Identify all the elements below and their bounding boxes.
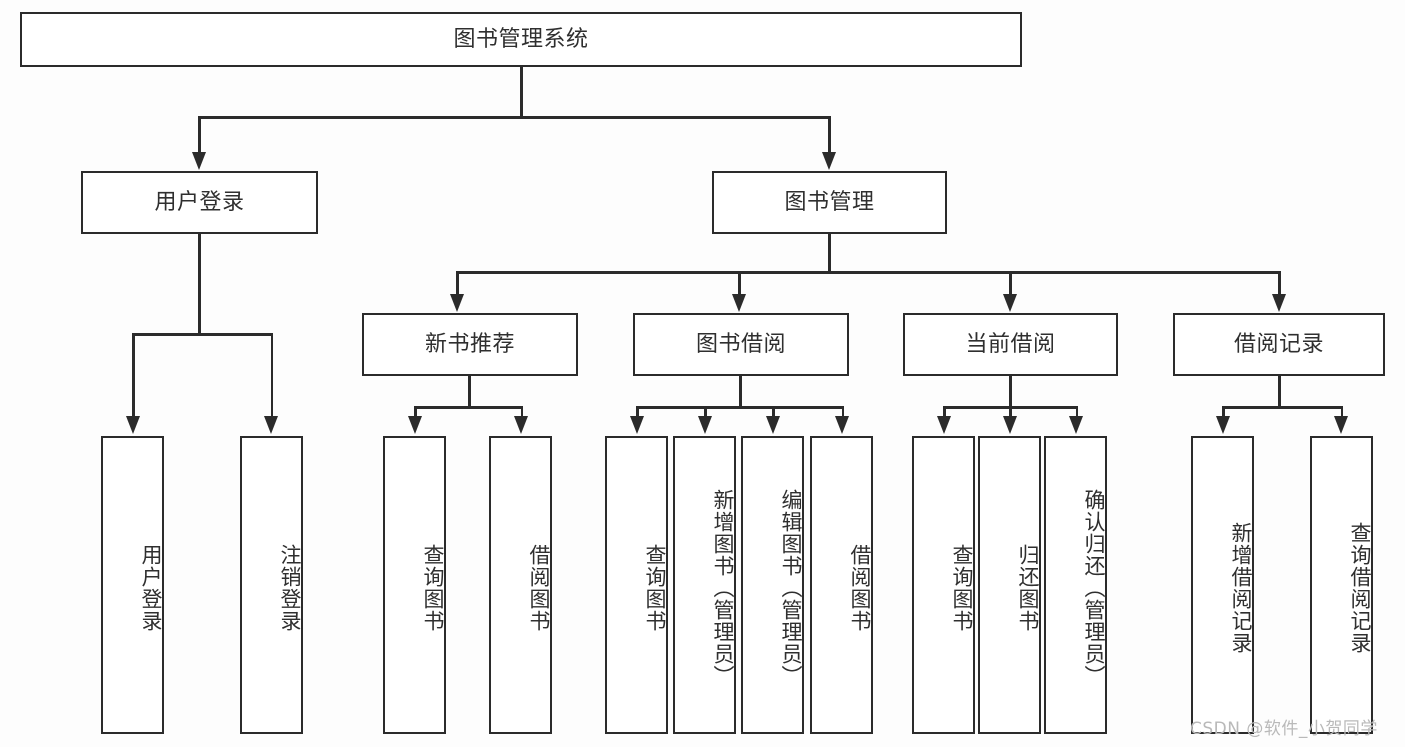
- connector-borrow-record-to-leaf-1: [1222, 406, 1225, 418]
- connector-new-book-rec-bus: [414, 406, 523, 409]
- connector-book-manage-bus: [456, 271, 1280, 274]
- connector-new-book-rec-to-leaf-2: [520, 406, 523, 418]
- arrowhead-book-manage-to-current-borrow: [1002, 294, 1017, 312]
- connector-user-login-to-leaf-user-login: [132, 333, 135, 418]
- connector-borrow-record-bus: [1222, 406, 1343, 409]
- node-borrow-record[interactable]: 借阅记录: [1173, 313, 1385, 376]
- connector-user-login-bus: [132, 333, 273, 336]
- node-root-book-management-system[interactable]: 图书管理系统: [20, 12, 1022, 67]
- leaf-add-book-admin[interactable]: 新增图书（管理员）: [673, 436, 736, 734]
- connector-current-borrow-to-leaf-3: [1075, 406, 1078, 418]
- arrowhead-root-to-user-login: [191, 152, 206, 170]
- leaf-query-book-new-book[interactable]: 查询图书: [383, 436, 446, 734]
- leaf-edit-book-admin[interactable]: 编辑图书（管理员）: [741, 436, 804, 734]
- leaf-query-book-current[interactable]: 查询图书: [912, 436, 975, 734]
- arrowhead-current-borrow-to-leaf-2: [1002, 416, 1017, 434]
- connector-book-manage-to-borrow-record: [1278, 271, 1281, 297]
- connector-root-stem: [520, 66, 523, 118]
- connector-book-borrow-to-leaf-3: [772, 406, 775, 418]
- arrowhead-current-borrow-to-leaf-3: [1069, 416, 1083, 434]
- connector-root-bus: [198, 116, 831, 119]
- arrowhead-user-login-to-leaf-logout: [264, 416, 278, 434]
- connector-book-borrow-to-leaf-4: [841, 406, 844, 418]
- arrowhead-current-borrow-to-leaf-1: [936, 416, 951, 434]
- arrowhead-root-to-book-manage: [821, 152, 836, 170]
- leaf-query-book-borrow[interactable]: 查询图书: [605, 436, 668, 734]
- arrowhead-borrow-record-to-leaf-2: [1334, 416, 1348, 434]
- csdn-watermark: CSDN @软件_小贺同学: [1190, 719, 1378, 739]
- connector-root-to-user-login: [198, 116, 201, 156]
- connector-book-manage-to-current-borrow: [1009, 271, 1012, 297]
- arrowhead-new-book-rec-to-leaf-1: [407, 416, 422, 434]
- connector-borrow-record-to-leaf-2: [1340, 406, 1343, 418]
- arrowhead-book-manage-to-new-book-rec: [449, 294, 464, 312]
- arrowhead-new-book-rec-to-leaf-2: [514, 416, 528, 434]
- node-current-borrow[interactable]: 当前借阅: [903, 313, 1118, 376]
- connector-new-book-rec-stem: [468, 376, 471, 409]
- arrowhead-book-borrow-to-leaf-2: [697, 416, 712, 434]
- node-new-book-recommend[interactable]: 新书推荐: [362, 313, 578, 376]
- arrowhead-user-login-to-leaf-user-login: [125, 416, 140, 434]
- leaf-user-login[interactable]: 用户登录: [101, 436, 164, 734]
- leaf-logout-login[interactable]: 注销登录: [240, 436, 303, 734]
- connector-book-manage-to-new-book-rec: [456, 271, 459, 297]
- leaf-borrow-book-new-book[interactable]: 借阅图书: [489, 436, 552, 734]
- connector-user-login-to-leaf-logout: [270, 333, 273, 418]
- leaf-borrow-book-borrow[interactable]: 借阅图书: [810, 436, 873, 734]
- connector-book-manage-stem: [828, 234, 831, 274]
- leaf-query-borrow-record[interactable]: 查询借阅记录: [1310, 436, 1373, 734]
- node-book-manage[interactable]: 图书管理: [712, 171, 947, 234]
- connector-book-borrow-bus: [636, 406, 844, 409]
- node-book-borrow[interactable]: 图书借阅: [633, 313, 849, 376]
- node-user-login[interactable]: 用户登录: [81, 171, 318, 234]
- connector-current-borrow-to-leaf-1: [943, 406, 946, 418]
- arrowhead-book-manage-to-borrow-record: [1271, 294, 1286, 312]
- arrowhead-borrow-record-to-leaf-1: [1215, 416, 1230, 434]
- leaf-return-book[interactable]: 归还图书: [978, 436, 1041, 734]
- arrowhead-book-borrow-to-leaf-4: [835, 416, 849, 434]
- leaf-confirm-return-admin[interactable]: 确认归还（管理员）: [1044, 436, 1107, 734]
- connector-book-borrow-stem: [739, 376, 742, 409]
- arrowhead-book-borrow-to-leaf-1: [629, 416, 644, 434]
- arrowhead-book-borrow-to-leaf-3: [765, 416, 780, 434]
- connector-book-borrow-to-leaf-1: [636, 406, 639, 418]
- connector-root-to-book-manage: [828, 116, 831, 156]
- connector-current-borrow-to-leaf-2: [1009, 406, 1012, 418]
- arrowhead-book-manage-to-book-borrow: [731, 294, 746, 312]
- connector-new-book-rec-to-leaf-1: [414, 406, 417, 418]
- connector-current-borrow-stem: [1009, 376, 1012, 409]
- connector-borrow-record-stem: [1278, 376, 1281, 409]
- connector-book-manage-to-book-borrow: [738, 271, 741, 297]
- connector-user-login-stem: [198, 234, 201, 335]
- connector-book-borrow-to-leaf-2: [704, 406, 707, 418]
- leaf-add-borrow-record[interactable]: 新增借阅记录: [1191, 436, 1254, 734]
